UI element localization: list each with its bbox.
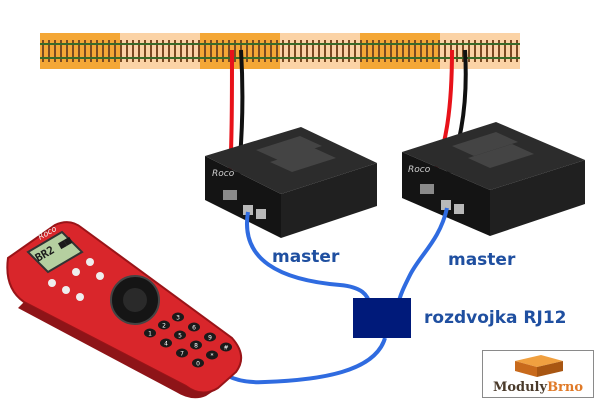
controller-digit-key: 4 <box>160 338 172 348</box>
rj12-splitter-icon <box>353 298 411 338</box>
controller-digit-key: # <box>220 342 232 352</box>
controller-digit-key-label: 3 <box>176 315 180 322</box>
booster-left-face <box>402 152 490 236</box>
booster-box-icon: Roco <box>205 127 377 238</box>
controller-digit-key: 6 <box>188 322 200 332</box>
controller-key <box>96 272 104 280</box>
booster-track-port <box>420 184 434 194</box>
cable-controller <box>227 337 387 385</box>
controller-function-keys <box>48 258 104 301</box>
controller-digit-key-label: * <box>211 353 214 360</box>
controller-digit-key: 7 <box>176 348 188 358</box>
controller-digit-key-cap <box>172 312 184 322</box>
controller-digit-key: 2 <box>158 320 170 330</box>
controller-digit-key: 0 <box>192 358 204 368</box>
controller-digit-key-cap <box>190 340 202 350</box>
controller-digit-key-cap <box>192 358 204 368</box>
controller-digit-keys: 1 2 3 4 5 6 7 8 9 0 * # <box>144 312 232 368</box>
booster-vent <box>468 144 534 168</box>
label-master-left: master <box>272 247 340 267</box>
track-icon <box>40 33 520 69</box>
booster-brand: Roco <box>408 165 431 175</box>
controller-digit-key-cap <box>188 322 200 332</box>
controller-digit-key-cap <box>174 330 186 340</box>
controller-digit-key-label: 6 <box>192 325 196 332</box>
cable-master-right <box>396 207 449 306</box>
controller-digit-key-label: 0 <box>196 361 200 368</box>
logo-text-part1: Moduly <box>492 380 548 395</box>
booster-rj12-port <box>441 200 451 210</box>
controller-digit-key-label: 8 <box>194 343 198 350</box>
cable-master-left <box>244 211 372 306</box>
controller-key <box>76 293 84 301</box>
controller-digit-key-label: # <box>223 345 228 352</box>
booster-right-face <box>490 160 585 236</box>
label-splitter: rozdvojka RJ12 <box>424 308 566 328</box>
label-master-right: master <box>448 250 516 270</box>
controller-shadow <box>18 302 218 399</box>
controller-digit-key-cap <box>204 332 216 342</box>
booster-vent <box>256 136 322 160</box>
controller-digit-key-label: 5 <box>178 333 182 340</box>
controller-digit-key-label: 4 <box>164 341 168 348</box>
controller-digit-key-label: 1 <box>148 331 152 338</box>
controller-digit-key: 3 <box>172 312 184 322</box>
controller-digit-key-cap <box>144 328 156 338</box>
controller-digit-key-cap <box>206 350 218 360</box>
controller-digit-key-cap <box>220 342 232 352</box>
controller-digit-key-cap <box>176 348 188 358</box>
controller-digit-key-label: 9 <box>208 335 212 342</box>
logo-module-left <box>515 361 537 377</box>
controller-digit-key: 5 <box>174 330 186 340</box>
controller-digit-key-cap <box>158 320 170 330</box>
logo-module-right <box>537 361 563 377</box>
logo-graphic <box>515 355 563 377</box>
logo-module-top <box>515 355 563 367</box>
controller-key <box>72 268 80 276</box>
booster-rj12-port <box>243 205 253 215</box>
controller-knob-center <box>123 288 147 312</box>
booster-right-face <box>281 163 377 238</box>
controller-digit-key-label: 2 <box>162 323 166 330</box>
controller-screen <box>26 230 84 274</box>
booster-track-port <box>223 190 237 200</box>
booster-rj12-port <box>256 209 266 219</box>
controller-digit-key: 8 <box>190 340 202 350</box>
booster-rj12-port <box>454 204 464 214</box>
booster-vent <box>452 132 518 156</box>
booster-box-icon: Roco <box>402 122 585 236</box>
logo-icon: ModulyBrno <box>482 350 594 398</box>
controller-key <box>48 279 56 287</box>
controller-digit-key-label: 7 <box>180 351 184 358</box>
controller-key <box>62 286 70 294</box>
booster-brand: Roco <box>212 169 235 179</box>
controller-digit-key: * <box>206 350 218 360</box>
controller-digit-key: 1 <box>144 328 156 338</box>
logo-text: ModulyBrno <box>483 380 593 395</box>
logo-text-part2: Brno <box>547 380 584 395</box>
controller-digit-key-cap <box>160 338 172 348</box>
controller-digit-key: 9 <box>204 332 216 342</box>
booster-vent <box>270 148 336 172</box>
controller-key <box>86 258 94 266</box>
